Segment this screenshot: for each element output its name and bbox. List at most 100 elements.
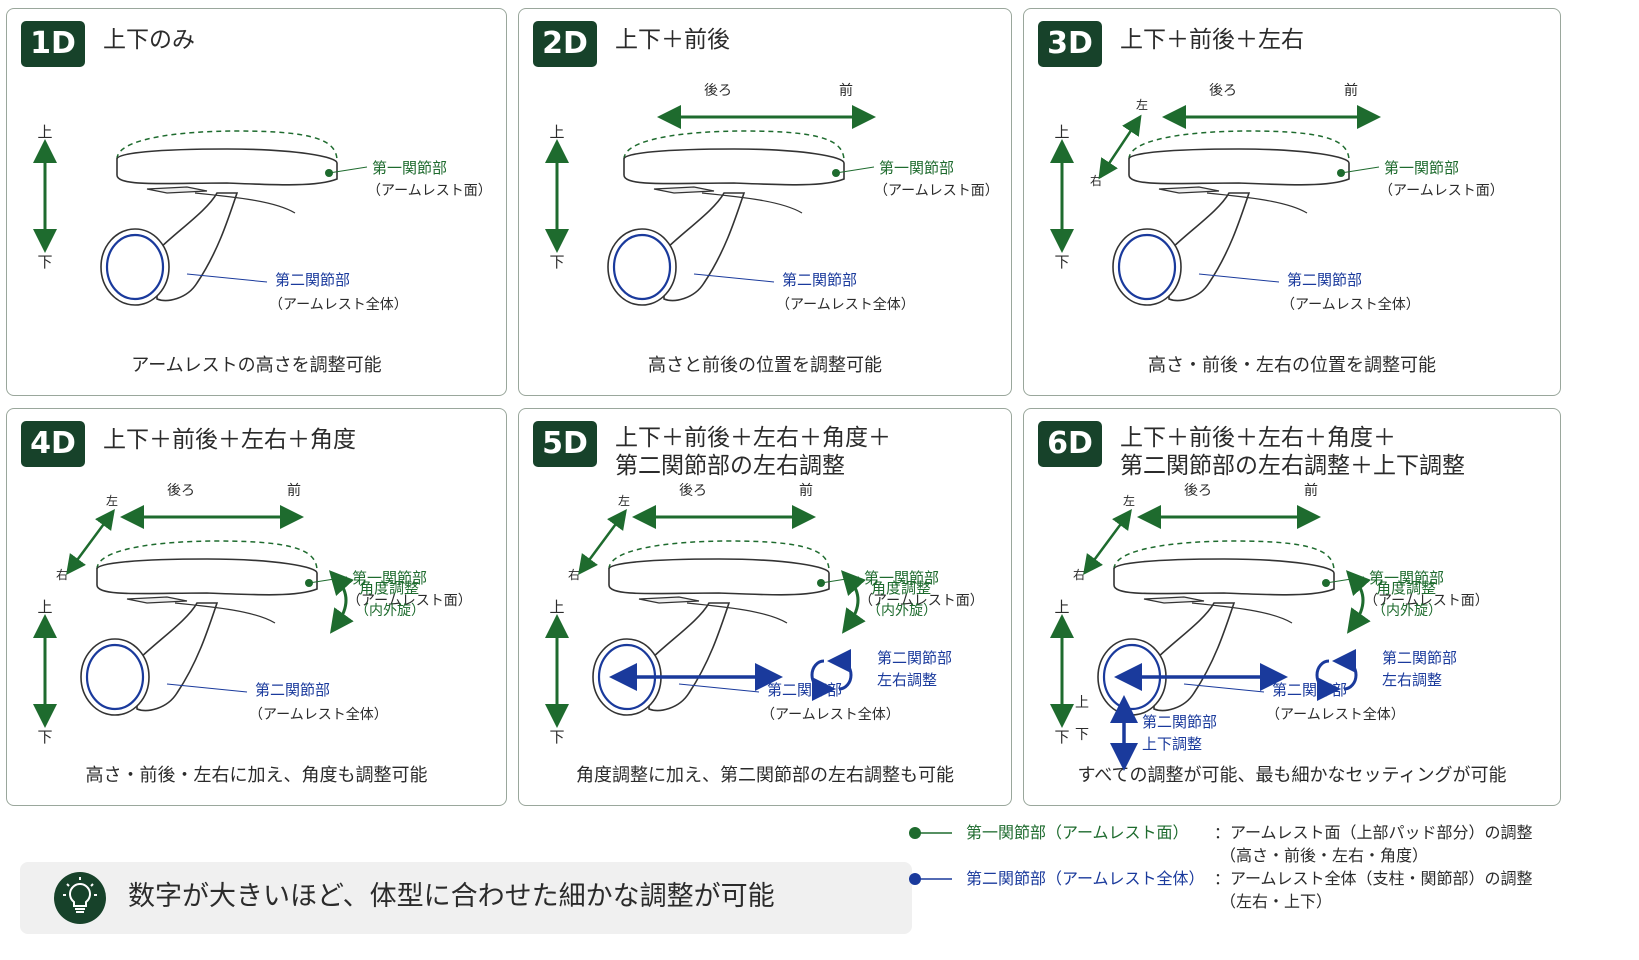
joint1-leader	[328, 166, 368, 174]
panel-caption: 高さ・前後・左右に加え、角度も調整可能	[85, 765, 428, 786]
joint1-leader	[1340, 166, 1380, 174]
joint1-sub-label: （アームレスト面）	[874, 183, 999, 199]
armrest-pad	[1128, 148, 1350, 186]
arm-strut	[701, 192, 803, 214]
panel-title: 上下＋前後＋左右	[1120, 27, 1304, 53]
joint2-lr-label: 第二関節部	[1382, 649, 1457, 667]
dimension-badge: 6D	[1038, 421, 1102, 467]
up-label: 上	[549, 123, 564, 141]
pad-bracket	[1158, 186, 1220, 194]
down-label: 下	[37, 728, 52, 746]
joint2-label: 第二関節部	[255, 681, 330, 699]
right-label: 右	[1073, 567, 1085, 582]
joint1-label: 第一関節部	[1384, 159, 1459, 177]
support-arm	[648, 602, 731, 712]
arm-strut	[1191, 602, 1293, 624]
panel-title: 上下＋前後＋左右＋角度＋	[615, 425, 891, 451]
back-label: 後ろ	[167, 483, 195, 499]
up-label: 上	[37, 123, 52, 141]
right-label: 右	[56, 567, 68, 582]
armrest-pad	[608, 558, 830, 596]
joint2-sub-label: （アームレスト全体）	[761, 706, 900, 723]
legend-joint2-desc: ：アームレスト全体（支柱・関節部）の調整	[1214, 869, 1533, 888]
lightbulb-icon	[54, 872, 106, 924]
armrest-pad	[623, 148, 845, 186]
front-label: 前	[287, 482, 301, 499]
right-label: 右	[568, 567, 580, 582]
legend-joint1-label: 第一関節部（アームレスト面）	[966, 823, 1189, 842]
joint-tube	[607, 228, 677, 306]
joint1-leader	[835, 166, 875, 174]
joint2-label: 第二関節部	[767, 681, 842, 699]
legend-markers	[909, 827, 952, 885]
second-joint-ring	[85, 643, 145, 711]
down-label: 下	[37, 253, 52, 271]
back-label: 後ろ	[1209, 83, 1237, 99]
joint2-leader	[186, 273, 268, 283]
down-label: 下	[1054, 253, 1069, 271]
angle-sub-label: （内外旋）	[355, 603, 425, 619]
armrest-diagram: 上下第一関節部（アームレスト面）第二関節部（アームレスト全体）後ろ前左右	[1050, 82, 1504, 313]
summary-note: 数字が大きいほど、体型に合わせた細かな調整が可能	[20, 862, 912, 934]
front-label: 前	[1304, 482, 1318, 499]
right-label: 右	[1090, 173, 1102, 188]
arm-strut	[1206, 192, 1308, 214]
down-label: 下	[549, 253, 564, 271]
up-label: 上	[37, 598, 52, 616]
joint2-ud-sub-label: 上下調整	[1142, 735, 1202, 753]
pad-bracket	[653, 186, 715, 194]
dimension-badge: 4D	[21, 421, 85, 467]
joint2-sub-label: （アームレスト全体）	[1266, 706, 1405, 723]
rotate-right-icon	[1332, 649, 1358, 691]
support-arm	[663, 192, 746, 302]
pad-bracket	[1143, 596, 1205, 604]
second-joint-ring	[612, 233, 672, 301]
up-label: 上	[1054, 598, 1069, 616]
joint2-sub-label: （アームレスト全体）	[776, 296, 915, 313]
arm-strut	[194, 192, 296, 214]
legend-joint1-desc: ：アームレスト面（上部パッド部分）の調整	[1214, 823, 1533, 842]
angle-arrow	[328, 570, 354, 634]
back-label: 後ろ	[1184, 483, 1212, 499]
front-label: 前	[839, 82, 853, 99]
left-right-arrow	[578, 508, 627, 576]
angle-label: 角度調整	[359, 579, 419, 597]
armrest-pad	[116, 148, 338, 186]
angle-label: 角度調整	[1376, 579, 1436, 597]
down-label: 下	[549, 728, 564, 746]
front-label: 前	[799, 482, 813, 499]
joint2-label: 第二関節部	[1287, 271, 1362, 289]
joint1-sub-label: （アームレスト面）	[347, 593, 472, 609]
panel-caption: 高さ・前後・左右の位置を調整可能	[1148, 355, 1436, 376]
panel-caption: すべての調整が可能、最も細かなセッティングが可能	[1077, 765, 1507, 786]
left-label: 左	[1123, 493, 1135, 508]
second-joint-ring	[1117, 233, 1177, 301]
joint1-sub-label: （アームレスト面）	[367, 183, 492, 199]
panel-caption: 角度調整に加え、第二関節部の左右調整も可能	[576, 765, 954, 786]
rotate-left-icon	[810, 659, 836, 701]
pad-dashed-outline	[1128, 130, 1350, 162]
joint1-label: 第一関節部	[352, 569, 427, 587]
panel-caption: 高さと前後の位置を調整可能	[648, 355, 882, 376]
second-joint-ring	[105, 233, 165, 301]
left-label: 左	[618, 493, 630, 508]
summary-text: 数字が大きいほど、体型に合わせた細かな調整が可能	[128, 881, 775, 912]
joint2-sub-label: （アームレスト全体）	[1281, 296, 1420, 313]
joint2-sub-label: （アームレスト全体）	[269, 296, 408, 313]
joint2-leader	[1198, 273, 1280, 283]
panel-caption: アームレストの高さを調整可能	[131, 355, 382, 376]
down-label: 下	[1054, 728, 1069, 746]
up-label: 上	[1054, 123, 1069, 141]
arm-strut	[174, 602, 276, 624]
joint1-label: 第一関節部	[1369, 569, 1444, 587]
dimension-badge: 1D	[21, 21, 85, 67]
pad-bracket	[146, 186, 208, 194]
legend-joint1-desc2: （高さ・前後・左右・角度）	[1220, 846, 1429, 865]
legend-joint2-desc2: （左右・上下）	[1220, 892, 1333, 911]
pad-dashed-outline	[623, 130, 845, 162]
